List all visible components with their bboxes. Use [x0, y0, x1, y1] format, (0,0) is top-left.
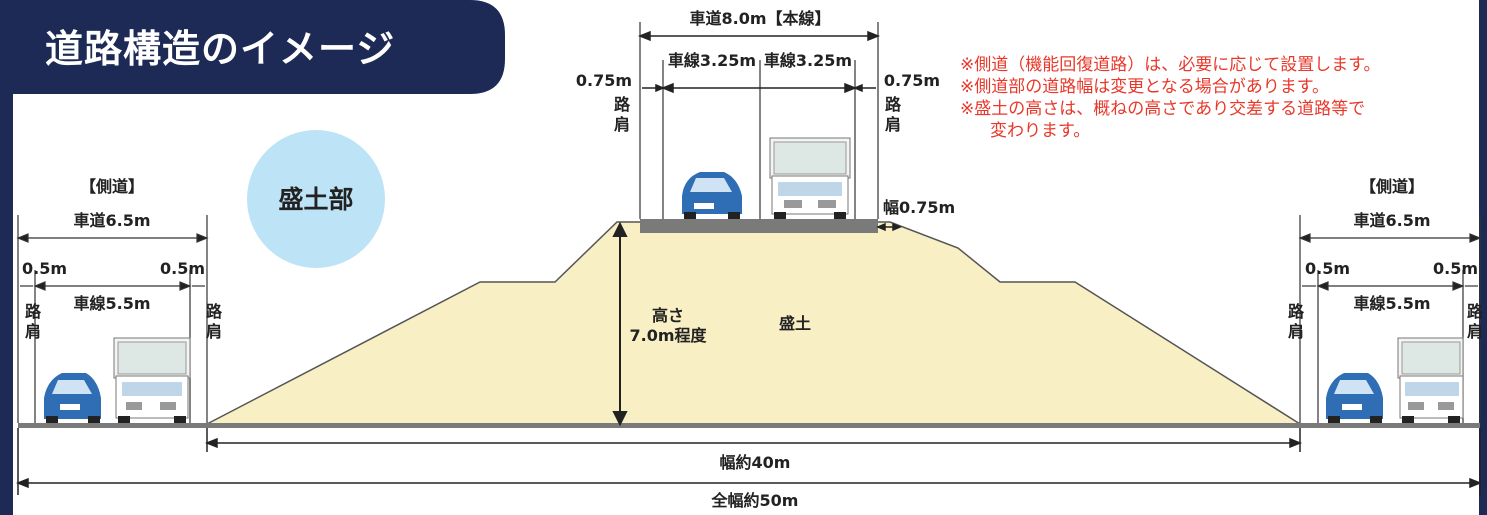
notes-block: ※側道（機能回復道路）は、必要に応じて設置します。 ※側道部の道路幅は変更となる…: [960, 54, 1381, 142]
main-lane1-label: 車線3.25m: [668, 51, 756, 70]
base-width-label: 幅約40m: [720, 453, 791, 472]
height-label-line1: 高さ: [652, 306, 684, 325]
main-road-dimensions: [637, 30, 902, 232]
right-lane-label: 車線5.5m: [1353, 294, 1430, 313]
embankment-label: 盛土: [779, 314, 811, 333]
height-label-line2: 7.0m程度: [629, 326, 707, 345]
height-arrow: [612, 221, 628, 427]
left-truck-icon: [113, 337, 191, 423]
right-shoulder-right-width: 0.5m: [1433, 259, 1478, 278]
right-car-icon: [1326, 373, 1383, 423]
main-shoulder-left-char2: 肩: [614, 115, 630, 134]
total-width-label: 全幅約50m: [711, 491, 799, 510]
note-line: ※側道（機能回復道路）は、必要に応じて設置します。: [960, 55, 1381, 75]
main-shoulder-left-width: 0.75m: [576, 71, 632, 90]
ground-line: [18, 423, 1480, 428]
main-shoulder-right-width: 0.75m: [884, 71, 940, 90]
main-road-surface: [640, 219, 878, 233]
right-shoulder-b-char2: 肩: [1467, 322, 1483, 341]
left-lane-label: 車線5.5m: [73, 294, 150, 313]
main-carriageway-label: 車道8.0m【本線】: [689, 9, 830, 28]
main-shoulder-left-char1: 路: [614, 95, 631, 114]
main-shoulder-right-char1: 路: [885, 95, 902, 114]
right-shoulder-left-width: 0.5m: [1305, 259, 1350, 278]
note-line: 変わります。: [990, 121, 1091, 141]
main-shoulder-right-char2: 肩: [885, 115, 901, 134]
right-side-road-title: 【側道】: [1360, 177, 1424, 196]
note-line: ※側道部の道路幅は変更となる場合があります。: [960, 77, 1330, 97]
title-tab: [0, 0, 505, 94]
right-shoulder-b-char1: 路: [1467, 302, 1484, 321]
right-shoulder-a-char2: 肩: [1288, 322, 1304, 341]
left-carriageway-label: 車道6.5m: [73, 211, 150, 230]
frame-border-right: [1479, 0, 1487, 515]
main-truck-icon: [769, 137, 851, 219]
main-lane2-label: 車線3.25m: [764, 51, 852, 70]
badge-label: 盛土部: [278, 185, 354, 214]
left-shoulder-a-char1: 路: [25, 302, 42, 321]
right-truck-icon: [1397, 337, 1464, 423]
embankment-shape: [206, 221, 1303, 425]
left-shoulder-b-char1: 路: [206, 302, 223, 321]
left-car-icon: [44, 373, 101, 423]
total-width-arrow: [15, 428, 1483, 495]
left-shoulder-left-width: 0.5m: [22, 259, 67, 278]
page-title: 道路構造のイメージ: [45, 27, 396, 71]
left-shoulder-right-width: 0.5m: [160, 259, 205, 278]
left-shoulder-b-char2: 肩: [206, 322, 222, 341]
right-carriageway-label: 車道6.5m: [1353, 211, 1430, 230]
left-shoulder-a-char2: 肩: [25, 322, 41, 341]
main-road-guides: [639, 22, 879, 219]
base-width-arrow: [204, 428, 1303, 452]
right-shoulder-a-char1: 路: [1288, 302, 1305, 321]
frame-border-left: [0, 0, 13, 515]
main-car-icon: [682, 172, 742, 219]
note-line: ※盛土の高さは、概ねの高さであり交差する道路等で: [960, 99, 1366, 119]
left-side-road-title: 【側道】: [80, 177, 144, 196]
main-edge-width-label: 幅0.75m: [883, 198, 955, 217]
embankment-section-badge: 盛土部: [247, 130, 385, 268]
